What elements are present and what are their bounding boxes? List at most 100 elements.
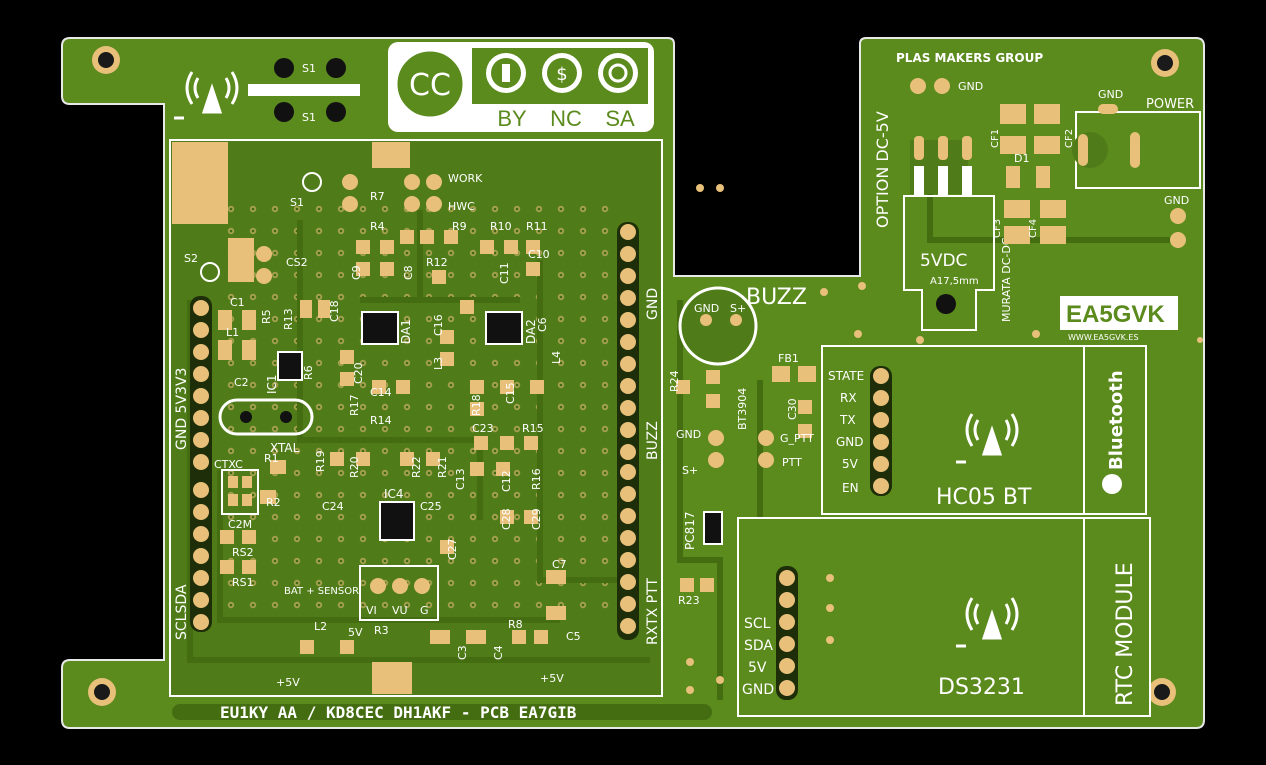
label-r2: R2 xyxy=(266,496,281,509)
label-r17: R17 xyxy=(348,394,361,416)
label-vu: VU xyxy=(392,604,408,617)
credits-text: EU1KY AA / KD8CEC DH1AKF - PCB EA7GIB xyxy=(220,703,577,722)
label-ctxc: CTXC xyxy=(214,458,243,471)
label-ic1: IC1 xyxy=(265,374,279,394)
label-s-plus: S+ xyxy=(682,464,698,477)
label-rtc-module: RTC MODULE xyxy=(1113,562,1138,706)
label-c2: C2 xyxy=(234,376,249,389)
label-rxtx-ptt: RXTX PTT xyxy=(645,578,661,645)
header-left: GND 5V3V3 SCLSDA xyxy=(174,296,212,640)
label-5v-bt: 5V xyxy=(842,457,859,471)
label-buzz: BUZZ xyxy=(746,285,807,310)
cc-sa: SA xyxy=(605,106,635,131)
copper-traces xyxy=(187,150,1170,700)
label-sda: SDA xyxy=(744,638,773,654)
antenna-icon xyxy=(174,71,239,120)
label-r20: R20 xyxy=(348,456,361,478)
label-bat-sensor: BAT + SENSOR xyxy=(284,586,359,597)
label-scl-sda: SCLSDA xyxy=(174,584,190,640)
label-g-ptt: G_PTT xyxy=(780,432,814,445)
label-gnd-bt: GND xyxy=(836,435,864,449)
credits: EU1KY AA / KD8CEC DH1AKF - PCB EA7GIB xyxy=(172,703,712,722)
label-l4: L4 xyxy=(550,351,563,364)
label-r13: R13 xyxy=(282,308,295,330)
label-r14: R14 xyxy=(370,414,392,427)
label-c20: C20 xyxy=(352,362,365,384)
pad-work-header xyxy=(372,142,410,168)
label-c14: C14 xyxy=(370,386,392,399)
label-gnd-rtc: GND xyxy=(742,682,774,698)
label-r21: R21 xyxy=(436,456,449,478)
label-c11: C11 xyxy=(498,262,511,284)
label-pc817: PC817 xyxy=(683,511,697,550)
label-s-plus-buzz: S+ xyxy=(730,302,746,315)
mounting-holes xyxy=(88,46,1179,706)
label-gnd-pwr: GND xyxy=(1098,88,1123,101)
buzzer-section: GND S+ BUZZ FB1 BT3904 C30 R24 GND S+ G_… xyxy=(668,285,816,607)
label-s1: S1 xyxy=(290,196,304,209)
label-c10: C10 xyxy=(528,248,550,261)
label-c18: C18 xyxy=(328,300,341,322)
label-gnd-r: GND xyxy=(1164,194,1189,207)
header-work: WORK HWC S1 S2 xyxy=(184,172,483,284)
label-ea5gvk-url: WWW.EA5GVK.ES xyxy=(1068,333,1139,342)
label-work: WORK xyxy=(448,172,483,185)
main-silk-labels: +5V +5V 5V RS1 RS2 R1 R2 R3 R8 L2 C5 C7 … xyxy=(226,190,581,689)
label-plus5v-right: +5V xyxy=(540,672,564,685)
label-r19: R19 xyxy=(314,450,327,472)
header-sensor: VI VU G BAT + SENSOR xyxy=(284,565,439,621)
label-s2: S2 xyxy=(184,252,198,265)
label-r18: R18 xyxy=(470,394,483,416)
label-c3: C3 xyxy=(456,645,469,660)
label-murata: MURATA DC-DC xyxy=(1000,237,1013,322)
dcdc-section: OPTION DC-5V PLAS MAKERS GROUP GND 5VDC … xyxy=(873,51,1201,342)
logo-ea5gvk: EA5GVK xyxy=(1066,301,1165,328)
label-gnd-top: GND xyxy=(958,80,983,93)
label-fb1: FB1 xyxy=(778,352,799,365)
header-right-main: GND BUZZ RXTX PTT xyxy=(617,222,661,645)
label-c30: C30 xyxy=(786,398,799,420)
antenna-icon xyxy=(956,413,1019,464)
label-5vdc: 5VDC xyxy=(920,251,967,271)
label-c29: C29 xyxy=(530,508,543,530)
label-r10: R10 xyxy=(490,220,512,233)
label-s1-bottom: S1 xyxy=(302,111,316,124)
label-cf3: CF3 xyxy=(992,219,1003,238)
label-r16: R16 xyxy=(530,468,543,490)
pad-large xyxy=(172,142,228,224)
label-rs2: RS2 xyxy=(232,546,254,559)
label-da2: DA2 xyxy=(524,319,538,344)
label-l2: L2 xyxy=(314,620,327,633)
label-r4: R4 xyxy=(370,220,385,233)
label-c23: C23 xyxy=(472,422,494,435)
label-cs2: CS2 xyxy=(286,256,308,269)
antenna-icon xyxy=(956,597,1019,648)
ic-packages: DA1 DA2 IC4 IC1 xyxy=(265,311,538,541)
label-r12: R12 xyxy=(426,256,448,269)
label-c4: C4 xyxy=(492,645,505,660)
label-bluetooth: Bluetooth xyxy=(1106,370,1127,470)
label-5v-mid: 5V xyxy=(348,626,363,639)
label-r6: R6 xyxy=(302,365,315,380)
label-scl: SCL xyxy=(744,616,771,632)
label-d1: D1 xyxy=(1014,152,1029,165)
label-cf4: CF4 xyxy=(1028,219,1039,238)
bluetooth-icon xyxy=(1102,474,1122,494)
scattered-vias xyxy=(686,184,1203,694)
label-vi: VI xyxy=(366,604,377,617)
label-g: G xyxy=(420,604,429,617)
label-option-dc5v: OPTION DC-5V xyxy=(873,111,892,228)
label-gnd-buzz: GND xyxy=(694,302,719,315)
label-r9: R9 xyxy=(452,220,467,233)
label-gnd-5v3v3: GND 5V3V3 xyxy=(174,368,190,450)
label-hwc: HWC xyxy=(448,200,475,213)
label-r1: R1 xyxy=(264,452,279,465)
label-c1: C1 xyxy=(230,296,245,309)
label-state: STATE xyxy=(828,369,864,383)
label-c27: C27 xyxy=(446,538,459,560)
label-r24: R24 xyxy=(668,370,681,392)
pad-bottom xyxy=(372,662,412,694)
no-money-icon: $ xyxy=(556,64,567,85)
cc-by: BY xyxy=(497,106,527,131)
label-power: POWER xyxy=(1146,97,1194,112)
